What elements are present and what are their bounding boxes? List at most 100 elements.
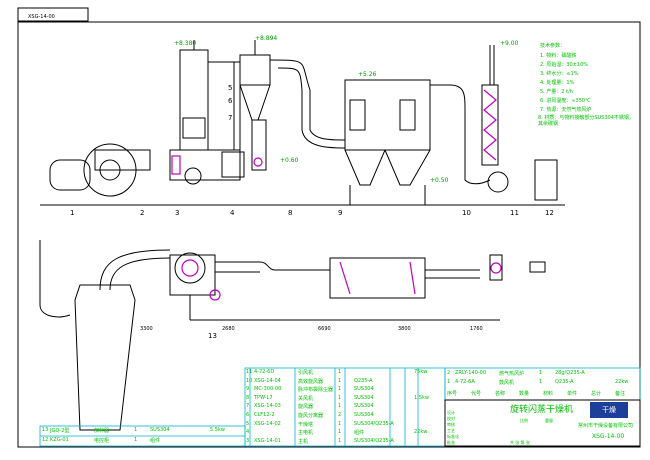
cell-qty: 1 [338,369,342,375]
header-cell: 序号 [447,391,458,397]
cell-no: 12 [42,437,49,443]
cell-code: CLF12-2 [254,412,275,418]
svg-text:10: 10 [462,209,471,217]
svg-text:13: 13 [208,332,217,340]
svg-text:5: 5 [228,84,232,92]
elevation-label: +0.50 [430,177,449,184]
cell-material: 组件 [150,438,161,444]
header-cell: 代号 [471,391,482,397]
svg-text:4. 处理量：1%: 4. 处理量：1% [540,79,575,86]
cell-name: 旋风器 [298,404,314,411]
cell-power: 1.5kw [414,394,429,401]
cell-no: 11 [246,369,253,375]
cell-material: Q235-A [555,379,574,385]
cell-material: SUS304 [354,412,374,418]
cell-no: 5 [246,420,250,427]
scale-label: 比例 [520,418,528,423]
svg-text:3. 终水分：≤1%: 3. 终水分：≤1% [540,70,579,77]
elevation-view: +8.380 +8.894 +5.26 +9.00 +0.60 +0.50 1 … [40,35,565,340]
header-cell: 名称 [495,391,506,397]
technical-note-material: 8. 材质：与物料接触部分SUS304不锈钢，其余碳钢 [538,115,634,127]
svg-text:5. 产量：2 t/h: 5. 产量：2 t/h [540,88,573,95]
cell-material: 28g/Q235-A [555,370,585,376]
cell-material: SUS304/Q235-A [354,420,394,427]
svg-text:1. 物料：磷酸铁: 1. 物料：磷酸铁 [540,52,576,59]
sign-label: 校对 [447,416,455,421]
svg-text:6. 进风温度：≈350℃: 6. 进风温度：≈350℃ [540,97,591,104]
company-name: 常州市干燥设备有限公司 [578,423,634,429]
part-markers: 1 2 3 4 5 6 7 8 9 10 11 12 13 [70,84,554,340]
elevation-label: +8.894 [255,35,277,42]
plan-view: 3300 2680 6690 3800 1760 [39,240,546,431]
svg-text:1: 1 [70,209,74,217]
svg-text:4: 4 [230,209,235,217]
cell-material: SUS304 [354,386,374,393]
outlet-duct [430,84,491,185]
cell-code: KZG-01 [50,437,69,443]
sheet-label: 共 张 第 张 [510,440,530,445]
svg-text:11: 11 [510,209,519,217]
furnace-plan [74,284,136,431]
cell-name: 主电机 [298,430,314,437]
cell-no: 10 [246,377,253,384]
cell-material: SUS304 [150,427,170,433]
cell-no: 6 [246,412,250,418]
cell-qty: 1 [338,429,342,436]
cell-no: 1 [447,379,451,385]
cell-power: 22kw [414,429,428,436]
cell-qty: 1 [338,386,342,393]
induced-fan [481,45,509,193]
technical-notes: 技术参数： 1. 物料：磷酸铁 2. 原始湿：30±10% 3. 终水分：≤1%… [540,42,591,113]
cell-power: 5.5kw [210,427,225,433]
cell-name: 鼓风机 [499,380,515,386]
sign-label: 设计 [447,410,455,415]
logo-text: 干燥 [602,406,616,414]
cell-qty: 1 [134,437,138,443]
elevation-label: +8.380 [174,40,196,47]
cell-code: XSG-14-04 [254,377,281,384]
dimension-label: 3800 [398,326,411,332]
bag-filter [344,79,431,205]
parts-table-grid [39,367,641,447]
svg-text:8: 8 [288,209,292,217]
svg-text:技术参数：: 技术参数： [540,42,565,49]
cell-name: 脉冲布袋除尘器 [298,387,334,394]
cell-material: SUS304 [354,394,374,401]
cell-name: 主机 [298,438,309,445]
cell-no: 9 [246,386,250,393]
cell-material: Q235-A [354,377,373,384]
dimension-label: 1760 [470,326,483,332]
company-logo: 干燥 [590,402,628,418]
cell-no: 8 [246,394,250,401]
drawing-label: XSG-14-00 [28,14,55,20]
cell-no: 13 [42,427,49,433]
cell-qty: 1 [338,437,342,444]
cell-material: SUS304/Q235-A [354,437,394,444]
dimension-label: 2680 [222,326,235,332]
cell-qty: 1 [539,379,543,385]
dimension-label: 6690 [318,326,331,332]
header-cell: 单件 [567,391,578,397]
cell-no: 3 [246,437,250,444]
svg-text:2. 原始湿：30±10%: 2. 原始湿：30±10% [540,61,588,68]
main-drying-machine [169,40,245,185]
cell-material: 组件 [354,430,365,437]
cell-qty: 1 [338,394,342,401]
elevation-label: +0.60 [280,157,299,164]
duct [269,59,346,141]
header-cell: 备注 [615,391,626,397]
cell-code: XSG-14-03 [254,403,281,410]
header-cell: 总计 [591,391,602,397]
svg-text:9: 9 [338,209,342,217]
cell-code: MC-300-00 [254,386,282,393]
signature-block: 设计校对审核工艺标准化批准比例重量共 张 第 张 [447,410,553,446]
cell-no: 2 [447,370,451,376]
drawing-title: 旋转闪蒸干燥机 [510,405,574,415]
cell-code: ZRLY-140-00 [455,370,486,376]
sign-label: 工艺 [447,428,455,433]
cell-name: 旋风分离器 [298,413,324,419]
blower [49,143,151,197]
svg-text:7: 7 [228,114,232,122]
cell-code: TPW-L7 [254,394,273,401]
cell-qty: 1 [338,403,342,410]
